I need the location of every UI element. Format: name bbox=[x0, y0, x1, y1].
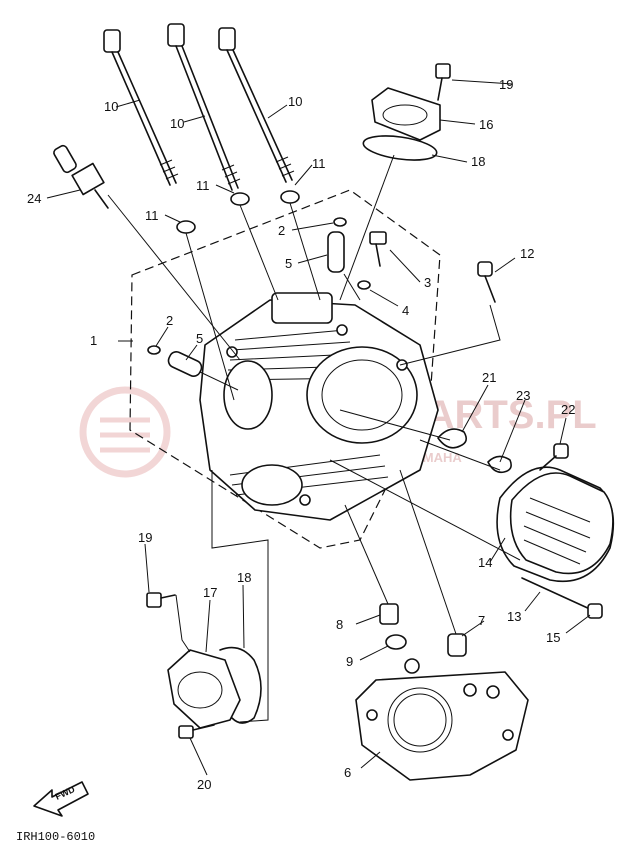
label-12: 12 bbox=[520, 246, 534, 261]
dowel-5-upper bbox=[327, 231, 345, 273]
label-11-center: 11 bbox=[196, 178, 210, 193]
label-4: 4 bbox=[402, 303, 409, 318]
label-7: 7 bbox=[478, 613, 485, 628]
label-17: 17 bbox=[203, 585, 217, 600]
head-bolt-left bbox=[103, 29, 179, 186]
label-11-left: 11 bbox=[145, 208, 159, 223]
nut-8 bbox=[379, 603, 399, 625]
label-1: 1 bbox=[90, 333, 97, 348]
o-ring-18-lower bbox=[219, 646, 262, 724]
head-bolt-right bbox=[218, 27, 295, 183]
washer-9 bbox=[385, 634, 407, 650]
intake-port bbox=[306, 346, 418, 444]
label-18-top: 18 bbox=[471, 154, 485, 169]
cylinder-head-side-cover bbox=[371, 87, 441, 141]
label-8: 8 bbox=[336, 617, 343, 632]
label-10-center: 10 bbox=[170, 116, 184, 131]
washer-11-center bbox=[230, 192, 250, 206]
label-24: 24 bbox=[27, 191, 41, 206]
washer-11-left bbox=[176, 220, 196, 234]
label-10-right: 10 bbox=[288, 94, 302, 109]
o-ring-18-top bbox=[362, 135, 438, 161]
label-6: 6 bbox=[344, 765, 351, 780]
part-labels: 10 10 10 11 11 11 24 2 5 3 4 1 2 5 12 19… bbox=[27, 77, 575, 792]
clip-2-lower bbox=[147, 345, 161, 355]
label-9: 9 bbox=[346, 654, 353, 669]
bolt-19-top bbox=[435, 63, 451, 101]
leader-lines bbox=[107, 154, 521, 723]
label-18-lower: 18 bbox=[237, 570, 251, 585]
nut-7 bbox=[447, 633, 467, 657]
bolt-12 bbox=[477, 261, 496, 303]
label-16: 16 bbox=[479, 117, 493, 132]
label-21: 21 bbox=[482, 370, 496, 385]
label-5-upper: 5 bbox=[285, 256, 292, 271]
seal-21 bbox=[437, 428, 468, 449]
exhaust-port bbox=[223, 360, 273, 430]
label-3: 3 bbox=[424, 275, 431, 290]
label-13: 13 bbox=[507, 609, 521, 624]
label-pointers bbox=[46, 79, 591, 776]
clip-2-upper bbox=[333, 217, 347, 227]
lower-side-cover bbox=[167, 649, 241, 729]
label-2-upper: 2 bbox=[278, 223, 285, 238]
bolt-15 bbox=[521, 577, 603, 619]
label-22: 22 bbox=[561, 402, 575, 417]
forward-arrow-icon: FWD bbox=[33, 781, 89, 817]
label-14: 14 bbox=[478, 555, 492, 570]
bolt-19-lower bbox=[146, 592, 176, 608]
diagram-code: IRH100-6010 bbox=[16, 830, 95, 844]
valve-cover bbox=[496, 466, 615, 582]
label-23: 23 bbox=[516, 388, 530, 403]
washer-4 bbox=[357, 280, 371, 290]
spark-plug bbox=[53, 144, 109, 209]
seal-23 bbox=[487, 455, 512, 474]
cylinder-head bbox=[199, 292, 439, 521]
label-5-lower: 5 bbox=[196, 331, 203, 346]
head-bolt-center bbox=[167, 23, 241, 191]
label-11-right: 11 bbox=[312, 156, 326, 171]
bolt-20 bbox=[178, 724, 215, 739]
bolt-22 bbox=[539, 443, 569, 471]
label-2-lower: 2 bbox=[166, 313, 173, 328]
washer-11-right bbox=[280, 190, 300, 204]
label-19-top: 19 bbox=[499, 77, 513, 92]
dowel-5-lower bbox=[167, 351, 203, 377]
bolt-3 bbox=[369, 231, 387, 267]
label-10-left: 10 bbox=[104, 99, 118, 114]
label-20: 20 bbox=[197, 777, 211, 792]
head-gasket bbox=[355, 658, 529, 781]
label-15: 15 bbox=[546, 630, 560, 645]
label-19-lower: 19 bbox=[138, 530, 152, 545]
